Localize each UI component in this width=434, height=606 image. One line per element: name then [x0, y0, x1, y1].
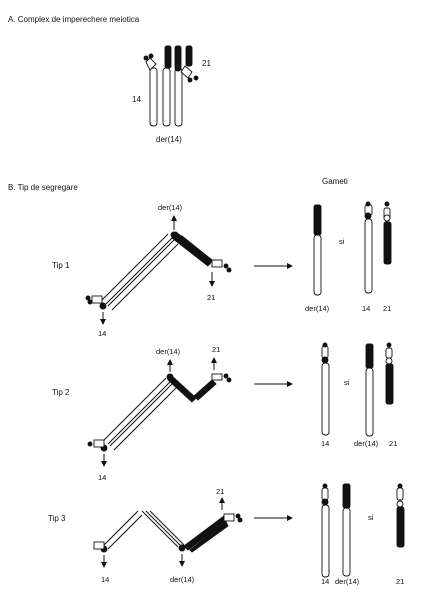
row2-type: Tip 2: [52, 388, 70, 397]
pairing-complex: [143, 45, 199, 127]
row1-gametes: [313, 201, 392, 296]
row2-gamete-label-2: der(14): [354, 439, 379, 448]
row2-quadrivalent: [87, 357, 232, 467]
label-21-a: 21: [202, 59, 211, 68]
row1-and: si: [339, 237, 345, 246]
chr14-left: [149, 67, 158, 127]
row3-gamete-label-2: der(14): [335, 577, 360, 586]
row1-type: Tip 1: [52, 261, 70, 270]
row3-type: Tip 3: [48, 514, 66, 523]
section-a-title: A. Complex de imperechere meiotica: [8, 15, 140, 24]
row1-gamete-label-2: 14: [362, 304, 370, 313]
row2-and: si: [344, 378, 350, 387]
row3-gametes: [321, 483, 405, 578]
row2-top-label: der(14): [156, 347, 181, 356]
der14-body: [174, 67, 183, 127]
row1-gamete-label-3: 21: [383, 304, 391, 313]
row1-gamete-label-1: der(14): [305, 304, 330, 313]
section-b-title: B. Tip de segregare: [8, 183, 78, 192]
row1-top-label: der(14): [158, 203, 183, 212]
row1-right-label: 21: [207, 293, 215, 302]
chr14-middle: [162, 67, 171, 127]
row2-left-label: 14: [98, 473, 106, 482]
label-14-a: 14: [132, 95, 141, 104]
row3-quadrivalent: [93, 497, 243, 568]
row2-gamete-label-3: 21: [389, 439, 397, 448]
row3-gamete-label-1: 14: [321, 577, 329, 586]
row3-and: si: [368, 513, 374, 522]
row2-right-label: 21: [212, 345, 220, 354]
chr21-arm: [185, 45, 193, 67]
row2-gametes: [321, 342, 394, 437]
row1-quadrivalent: [85, 215, 232, 325]
row1-left-label: 14: [98, 329, 106, 338]
row3-gamete-label-3: 21: [396, 577, 404, 586]
row3-mid-label: der(14): [170, 575, 195, 584]
der14-arm-left: [164, 45, 172, 69]
gameti-header: Gameti: [322, 177, 348, 186]
row3-left-label: 14: [101, 575, 109, 584]
label-der14-a: der(14): [156, 135, 182, 144]
row3-top-label: 21: [216, 487, 224, 496]
row2-gamete-label-1: 14: [321, 439, 329, 448]
